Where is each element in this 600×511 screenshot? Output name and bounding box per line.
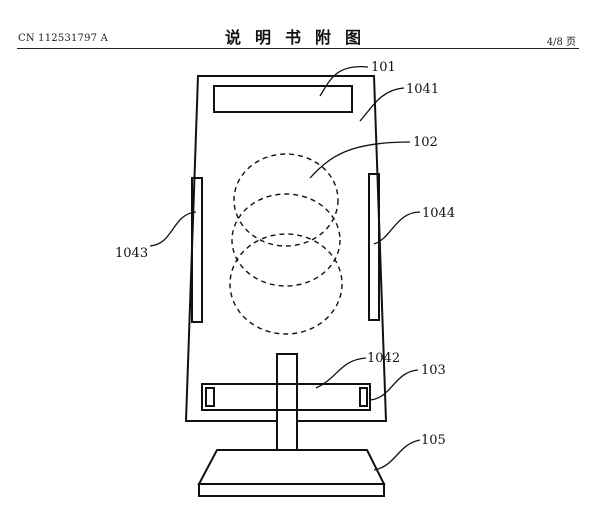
label-103: 103 — [421, 363, 446, 378]
device-body — [184, 75, 388, 422]
right-strip-1044 — [368, 173, 380, 321]
support-bar-1042 — [201, 383, 371, 411]
left-strip-1043 — [191, 177, 203, 323]
leader-1043 — [149, 211, 197, 247]
leader-105 — [373, 439, 421, 471]
coil-upper — [233, 153, 339, 247]
bar-inner-left — [205, 387, 215, 407]
base-105 — [197, 449, 386, 485]
label-1044: 1044 — [422, 206, 455, 221]
base-foot — [198, 483, 385, 497]
label-1042: 1042 — [367, 351, 400, 366]
label-101: 101 — [371, 60, 396, 75]
publication-number: CN 112531797 A — [18, 33, 109, 44]
bar-inner-right — [359, 387, 368, 407]
leader-102 — [309, 141, 411, 179]
top-window-101 — [213, 85, 353, 113]
coil-middle — [231, 193, 341, 287]
sheet-title: 说明书附图 — [224, 28, 375, 47]
leader-101 — [319, 66, 369, 97]
page-header: CN 112531797 A 说明书附图 4/8 页 — [0, 0, 600, 52]
page-indicator: 4/8 页 — [546, 37, 576, 48]
coil-lower — [229, 233, 343, 335]
label-105: 105 — [421, 433, 446, 448]
leader-1044 — [373, 211, 421, 245]
leader-1041 — [359, 87, 405, 122]
label-1041: 1041 — [406, 82, 439, 97]
label-102: 102 — [413, 135, 438, 150]
label-1043: 1043 — [115, 246, 148, 261]
header-rule — [17, 48, 579, 49]
leader-1042 — [315, 357, 367, 389]
leader-103 — [369, 369, 419, 401]
